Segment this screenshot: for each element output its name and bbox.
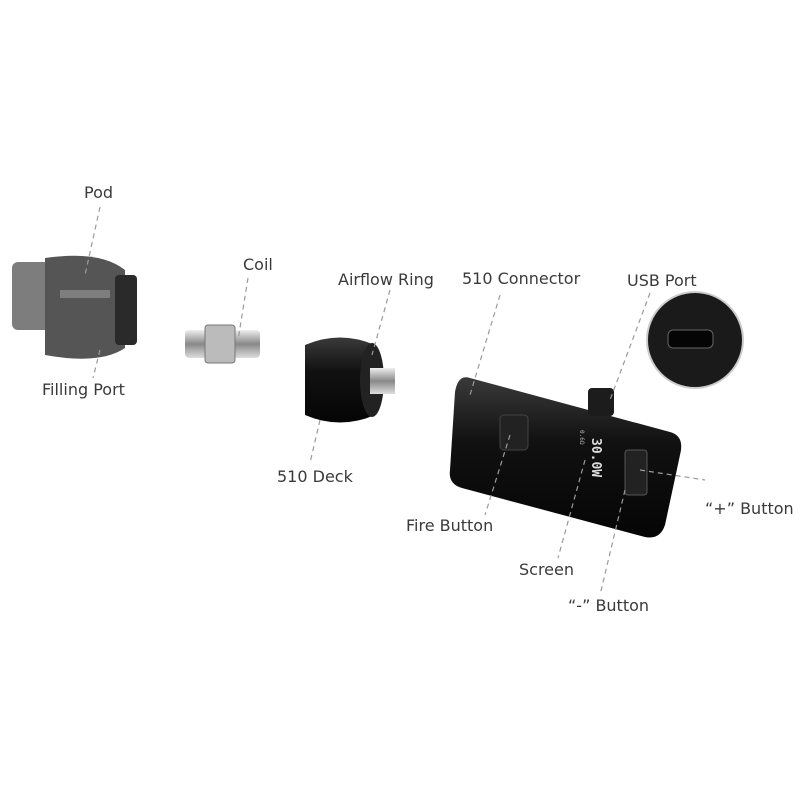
screen-resistance: 0.6Ω [578, 430, 585, 445]
deck-510-part [305, 337, 395, 423]
label-plus-button: “+” Button [705, 499, 794, 518]
label-screen: Screen [519, 560, 575, 579]
usb-port-inset [646, 291, 744, 389]
coil-part [185, 324, 260, 364]
label-fire-button: Fire Button [406, 516, 494, 535]
label-510-connector: 510 Connector [462, 269, 581, 288]
label-filling-port: Filling Port [42, 380, 125, 399]
label-usb-port: USB Port [627, 271, 697, 290]
mod-device: 30.0W 0.6Ω [449, 377, 682, 538]
label-coil: Coil [243, 255, 273, 274]
pod-part [12, 255, 137, 359]
label-pod: Pod [84, 183, 114, 202]
label-minus-button: “-” Button [568, 596, 650, 615]
fire-button-graphic [499, 414, 529, 451]
leader-lines [84, 206, 706, 596]
screen-wattage: 30.0W [588, 438, 603, 477]
label-510-deck: 510 Deck [277, 467, 353, 486]
label-airflow-ring: Airflow Ring [338, 270, 434, 289]
usb-cap [588, 388, 614, 416]
adjust-buttons-graphic [624, 449, 648, 496]
